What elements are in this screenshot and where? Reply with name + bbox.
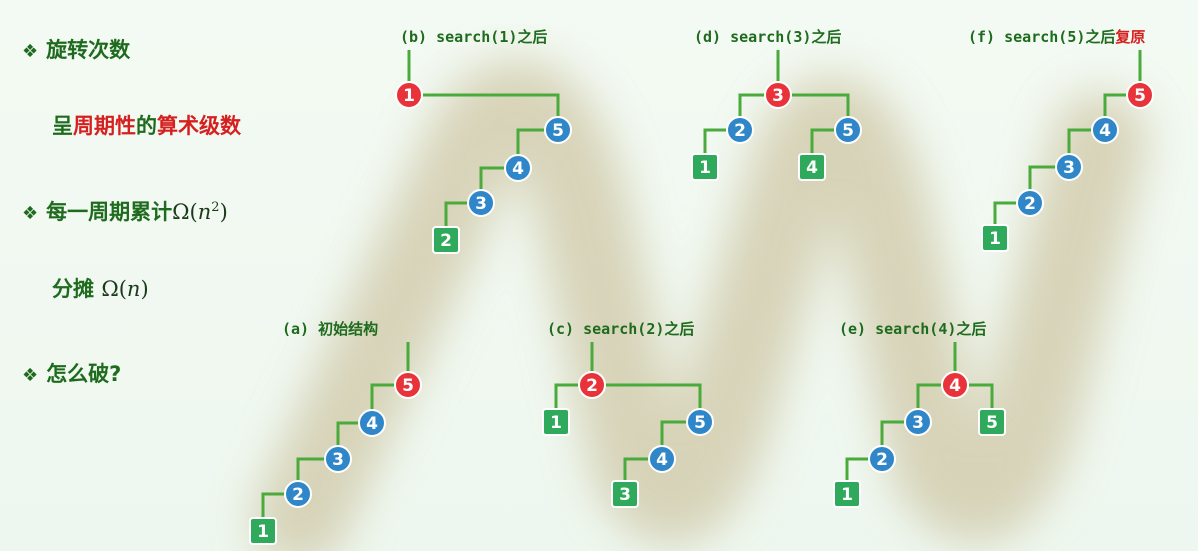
tree-b: 1 5 4 3 2 (395, 50, 572, 254)
caption-f: (f) search(5)之后复原 (968, 26, 1145, 47)
note-text: 怎么破? (46, 362, 122, 386)
tree-node-label: 4 (949, 376, 961, 396)
math-omega-n2: Ω(n2) (172, 200, 228, 224)
tree-node-label: 4 (806, 158, 818, 178)
tree-node-label: 3 (772, 86, 784, 106)
tree-node-label: 2 (586, 376, 598, 396)
tree-node-label: 3 (475, 194, 487, 214)
note-text: 呈 (52, 114, 73, 138)
tree-node (324, 445, 352, 473)
tree-node-label: 2 (1024, 194, 1036, 214)
tree-node-label: 3 (619, 485, 631, 505)
tree-node (284, 480, 312, 508)
tree-node (1055, 153, 1083, 181)
note-highlight: 周期性 (73, 114, 136, 138)
note-text: 分摊 (52, 277, 94, 301)
note-how-to-fix: ❖ 怎么破? (22, 358, 121, 388)
tree-node-label: 5 (694, 413, 706, 433)
tree-node-label: 5 (1134, 86, 1146, 106)
tree-e: 4 3 5 2 1 (833, 342, 1006, 508)
tree-node (648, 445, 676, 473)
tree-node-label: 1 (989, 229, 1001, 249)
note-amortized: 分摊 Ω(n) (52, 273, 149, 303)
tree-leaf-node (798, 153, 826, 181)
tree-node-label: 4 (512, 159, 524, 179)
tree-node-label: 1 (699, 158, 711, 178)
tree-node (1091, 116, 1119, 144)
tree-node (834, 116, 862, 144)
caption-a: (a) 初始结构 (282, 320, 379, 338)
tree-leaf-node (981, 224, 1009, 252)
tree-node-label: 1 (841, 485, 853, 505)
caption-d: (d) search(3)之后 (694, 28, 842, 46)
tree-leaf-node (833, 480, 861, 508)
tree-leaf-node (611, 480, 639, 508)
tree-root-node (764, 81, 792, 109)
note-arithmetic-series: 呈周期性的算术级数 (52, 110, 241, 140)
note-text: 旋转次数 (46, 38, 131, 62)
caption-e: (e) search(4)之后 (839, 320, 987, 338)
tree-d: 3 2 5 1 4 (691, 50, 862, 181)
tree-node (544, 116, 572, 144)
tree-node-label: 2 (440, 231, 452, 251)
tree-leaf-node (432, 226, 460, 254)
tree-edge (409, 93, 560, 130)
tree-c: 2 1 5 4 3 (542, 342, 714, 508)
note-text: 的 (136, 114, 157, 138)
tree-leaf-node (542, 408, 570, 436)
tree-root-node (1126, 81, 1154, 109)
tree-edge (592, 383, 702, 422)
tree-node-label: 5 (986, 413, 998, 433)
tree-node-label: 2 (876, 450, 888, 470)
caption-f-text: (f) search(5)之后 (968, 28, 1116, 46)
tree-node (1016, 189, 1044, 217)
tree-node (504, 154, 532, 182)
bullet-icon: ❖ (22, 41, 39, 62)
bullet-icon: ❖ (22, 365, 39, 386)
caption-c: (c) search(2)之后 (547, 320, 695, 338)
tree-root-node (578, 371, 606, 399)
note-highlight: 算术级数 (157, 114, 241, 138)
tree-node-label: 4 (656, 450, 668, 470)
tree-node-label: 5 (552, 121, 564, 141)
tree-node (904, 408, 932, 436)
tree-node-label: 4 (1099, 121, 1111, 141)
tree-node (868, 445, 896, 473)
tree-node (467, 189, 495, 217)
note-text: 每一周期累计 (46, 200, 173, 224)
tree-node (686, 408, 714, 436)
tree-node-label: 4 (366, 414, 378, 434)
tree-node-label: 5 (842, 121, 854, 141)
tree-node (726, 116, 754, 144)
tree-leaf-node (249, 517, 277, 545)
bullet-icon: ❖ (22, 203, 39, 224)
tree-node-label: 1 (403, 86, 415, 106)
tree-node-label: 5 (402, 376, 414, 396)
tree-node-label: 2 (292, 485, 304, 505)
tree-node-label: 1 (550, 413, 562, 433)
caption-f-highlight: 复原 (1115, 28, 1146, 46)
tree-leaf-node (978, 408, 1006, 436)
note-period-total: ❖ 每一周期累计Ω(n2) (22, 196, 228, 226)
tree-root-node (395, 81, 423, 109)
note-rotation-count: ❖ 旋转次数 (22, 34, 130, 64)
tree-root-node (394, 371, 422, 399)
tree-f: 5 4 3 2 1 (981, 50, 1154, 252)
tree-leaf-node (691, 153, 719, 181)
tree-node-label: 3 (1063, 158, 1075, 178)
tree-node-label: 1 (257, 522, 269, 542)
caption-b: (b) search(1)之后 (400, 28, 548, 46)
tree-node (358, 409, 386, 437)
math-omega-n: Ω(n) (101, 277, 149, 301)
tree-root-node (941, 371, 969, 399)
tree-a: 5 4 3 2 1 (249, 342, 422, 545)
tree-node-label: 3 (332, 450, 344, 470)
tree-node-label: 3 (912, 413, 924, 433)
tree-node-label: 2 (734, 121, 746, 141)
